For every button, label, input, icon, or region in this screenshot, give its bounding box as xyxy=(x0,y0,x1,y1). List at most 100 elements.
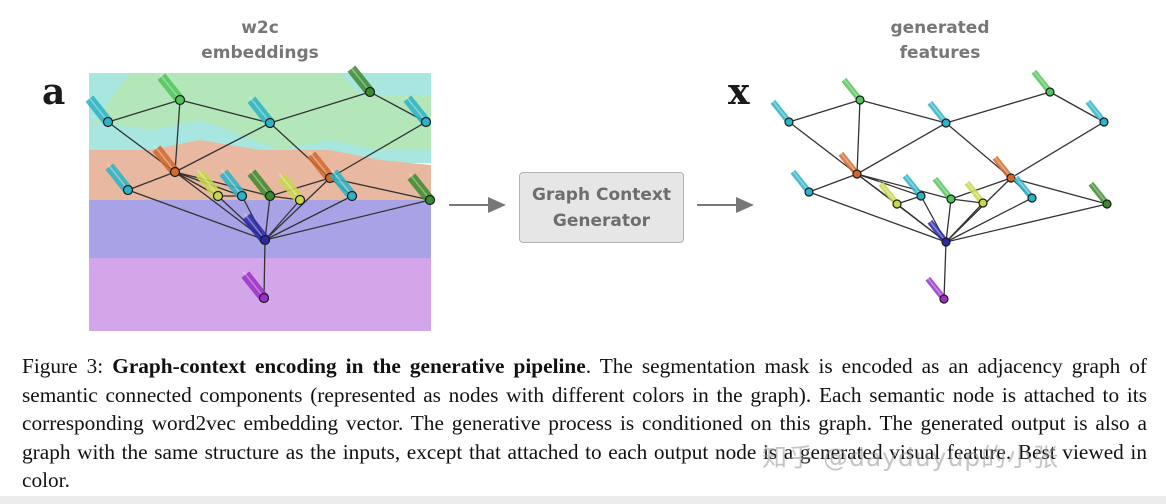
graph-edge xyxy=(945,197,1033,243)
graph-edge xyxy=(174,171,271,197)
panel-x-label: x xyxy=(728,71,750,113)
graph-edge xyxy=(945,91,1051,124)
feature-vector-highlight xyxy=(932,175,950,197)
graph-edge xyxy=(856,99,861,175)
graph-node xyxy=(852,169,862,179)
graph-context-generator-box: Graph Context Generator xyxy=(519,172,684,243)
feature-vector-highlight xyxy=(158,73,179,98)
graph-edge xyxy=(950,177,1012,200)
right-title-line2: features xyxy=(899,43,981,63)
graph-node xyxy=(364,86,376,98)
graph-node xyxy=(424,194,436,206)
feature-vector-highlight xyxy=(1031,68,1049,90)
feature-vector-highlight xyxy=(106,163,127,188)
graph-edge xyxy=(859,99,947,124)
graph-node xyxy=(804,187,814,197)
caption-body: . The segmentation mask is encoded as an… xyxy=(22,354,1148,493)
feature-vector-highlight xyxy=(927,218,945,240)
graph-node xyxy=(169,166,181,178)
feature-vector-highlight xyxy=(1013,174,1031,196)
left-title-line2: embeddings xyxy=(201,43,319,63)
feature-vector-highlight xyxy=(308,151,329,176)
graph-edge xyxy=(263,239,266,299)
feature-vector-highlight xyxy=(992,154,1010,176)
graph-node xyxy=(1027,193,1037,203)
caption-label: Figure 3: xyxy=(22,354,104,378)
graph-node xyxy=(939,294,949,304)
graph-edge xyxy=(174,122,271,173)
feature-vector-highlight xyxy=(927,99,945,121)
graph-node xyxy=(1102,199,1112,209)
feature-vector-highlight xyxy=(348,65,369,90)
graph-node xyxy=(264,190,276,202)
graph-edge xyxy=(264,195,271,241)
feature-vector-highlight xyxy=(248,96,269,121)
graph-node xyxy=(1045,87,1055,97)
graph-edge xyxy=(329,121,427,179)
generator-line2: Generator xyxy=(552,210,651,231)
graph-node xyxy=(978,198,988,208)
panel-a-label: a xyxy=(42,71,66,113)
feature-vector-highlight xyxy=(248,169,269,194)
graph-edge xyxy=(179,99,271,124)
feature-vector-highlight xyxy=(790,168,808,190)
graph-node xyxy=(102,116,114,128)
graph-node xyxy=(946,194,956,204)
graph-edge xyxy=(943,241,947,300)
graph-edge xyxy=(945,177,1012,243)
feature-vector-highlight xyxy=(925,275,943,297)
feature-vector-highlight xyxy=(770,98,788,120)
graph-edge xyxy=(264,195,353,241)
graph-node xyxy=(122,184,134,196)
input-graph xyxy=(85,65,436,304)
graph-edge xyxy=(950,198,984,204)
graph-edge xyxy=(856,173,952,200)
feature-vector-highlight xyxy=(408,173,429,198)
graph-node xyxy=(420,116,432,128)
left-panel-title: w2c embeddings xyxy=(180,16,340,66)
graph-edge xyxy=(174,99,181,173)
graph-edge xyxy=(1010,177,1108,205)
graph-edge xyxy=(856,173,922,197)
graph-node xyxy=(1006,173,1016,183)
feature-vector-highlight xyxy=(1085,98,1103,120)
figure-graphic xyxy=(85,65,1112,331)
graph-edge xyxy=(107,99,181,123)
graph-edge xyxy=(1010,121,1105,179)
feature-vector-highlight xyxy=(902,172,920,194)
graph-edge xyxy=(264,177,331,241)
graph-edge xyxy=(945,198,952,243)
graph-node xyxy=(892,199,902,209)
graph-edge xyxy=(945,203,1108,243)
graph-node xyxy=(916,191,926,201)
graph-edge xyxy=(856,122,947,175)
feature-vector-highlight xyxy=(278,173,299,198)
feature-vector-highlight xyxy=(242,271,263,296)
feature-vector-highlight xyxy=(838,150,856,172)
graph-node xyxy=(1099,117,1109,127)
graph-edge xyxy=(127,189,266,241)
graph-edge xyxy=(1049,91,1105,123)
graph-edge xyxy=(269,91,371,124)
figure-caption: Figure 3: Graph-context encoding in the … xyxy=(22,352,1147,495)
graph-edge xyxy=(264,199,431,241)
graph-node xyxy=(855,95,865,105)
page-bottom-rule xyxy=(0,496,1166,504)
graph-node xyxy=(784,117,794,127)
feature-vector-highlight xyxy=(878,180,896,202)
graph-edge xyxy=(788,121,858,175)
graph-edge xyxy=(856,173,947,243)
caption-title: Graph-context encoding in the generative… xyxy=(112,354,586,378)
right-panel-title: generated features xyxy=(860,16,1020,66)
feature-vector-highlight xyxy=(196,169,217,194)
graph-node xyxy=(346,190,358,202)
left-title-line1: w2c xyxy=(241,18,279,38)
graph-node xyxy=(236,190,248,202)
feature-vector-highlight xyxy=(404,95,425,120)
generator-line1: Graph Context xyxy=(531,184,671,205)
feature-vector-highlight xyxy=(153,145,174,170)
feature-vector-highlight xyxy=(841,76,859,98)
feature-vector-highlight xyxy=(220,169,241,194)
graph-node xyxy=(294,194,306,206)
graph-node xyxy=(258,292,270,304)
